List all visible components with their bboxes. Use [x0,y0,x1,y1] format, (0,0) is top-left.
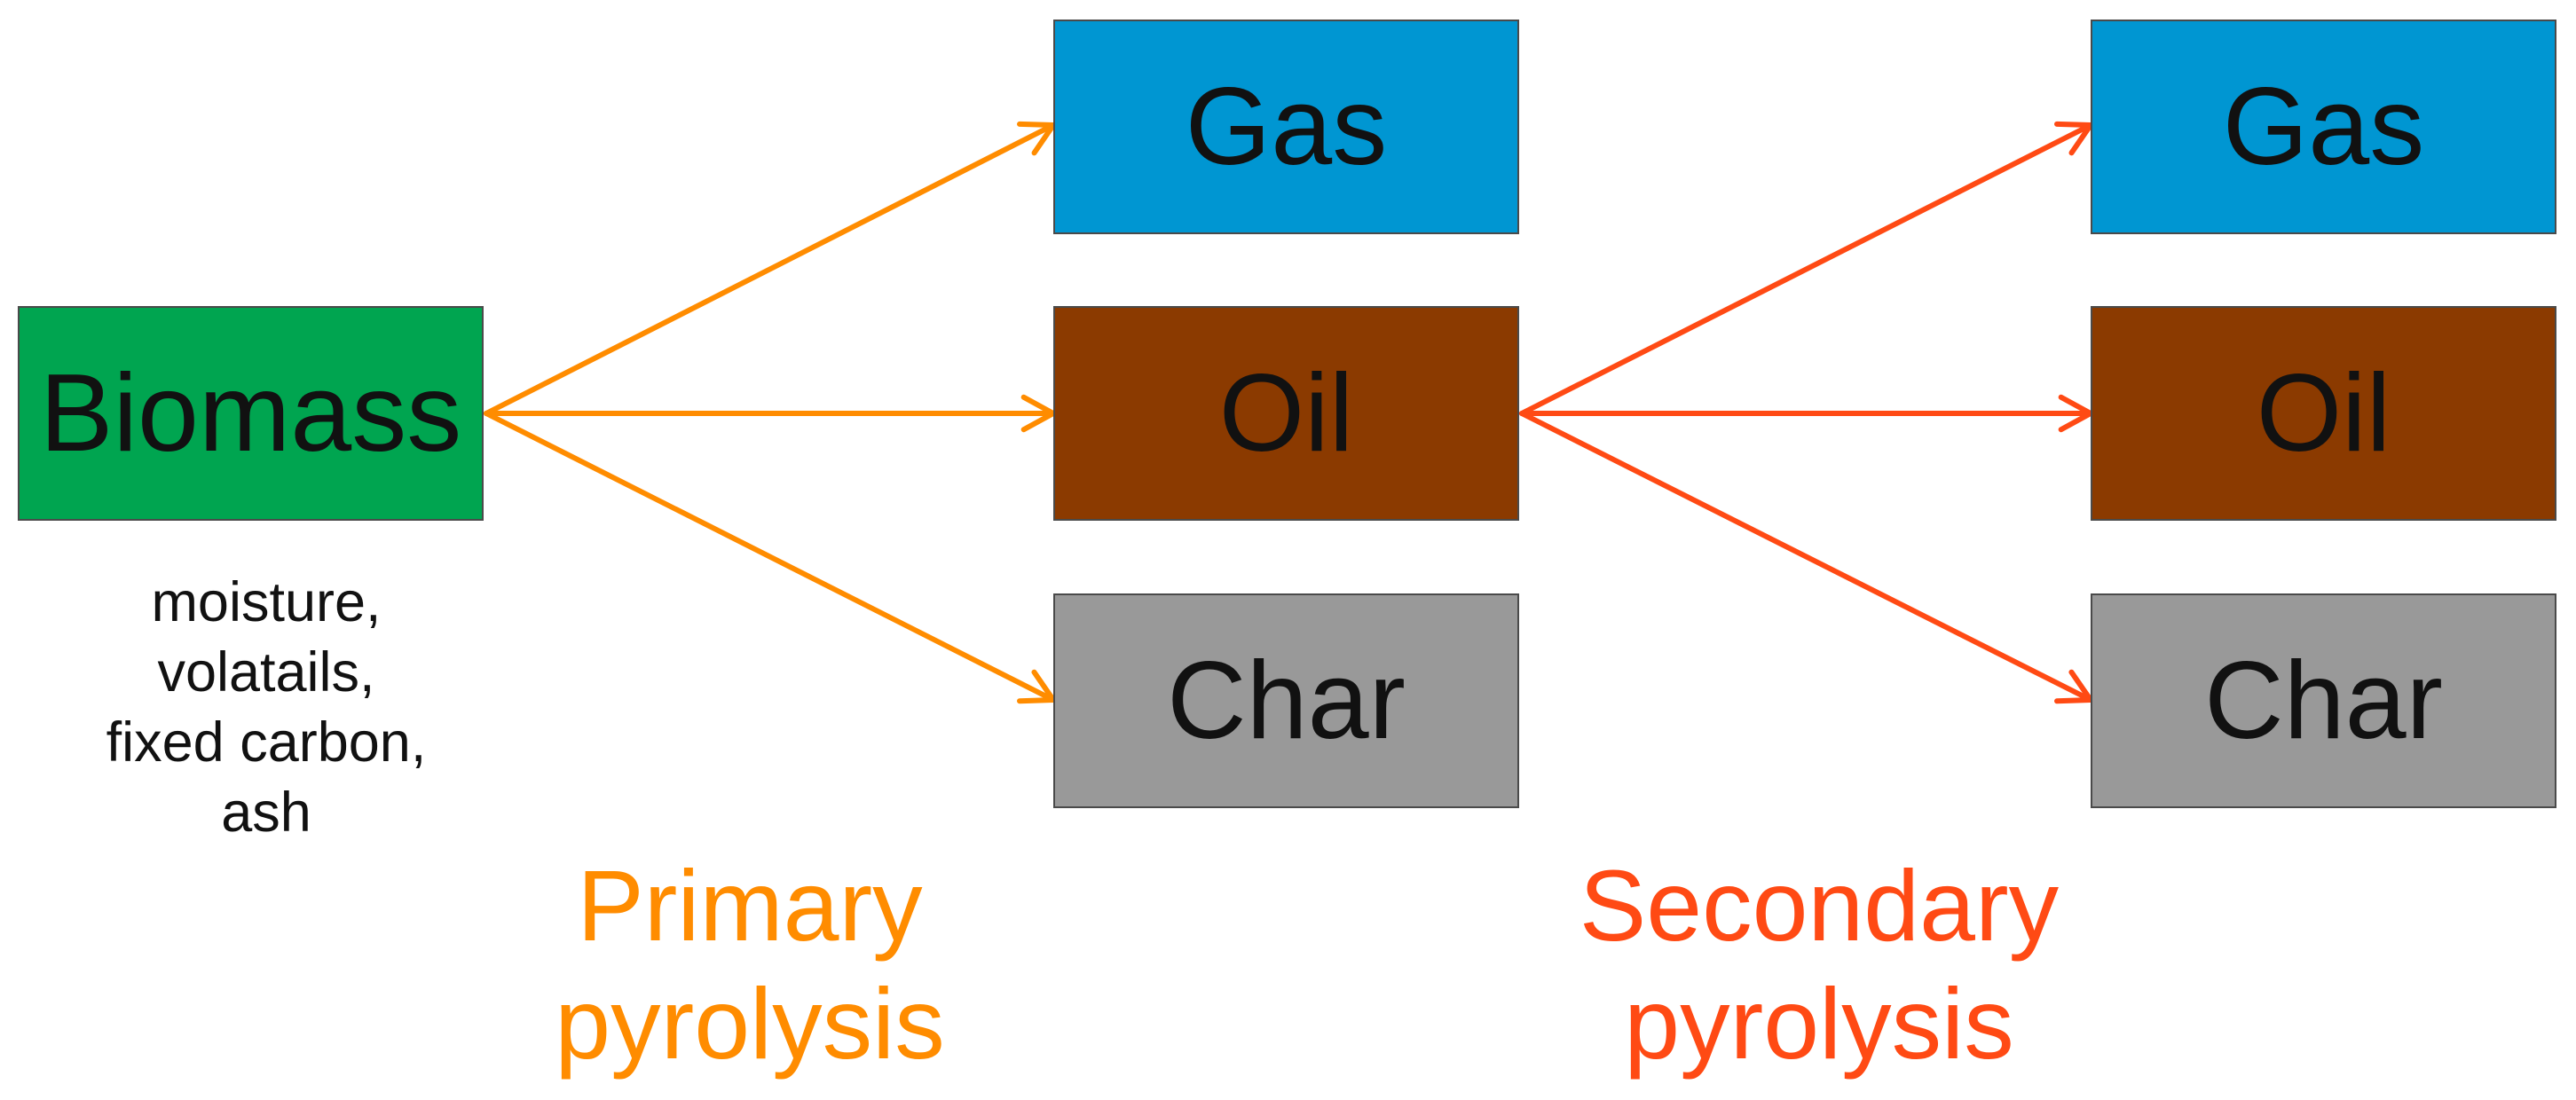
secondary-oil-box: Oil [2091,306,2556,521]
primary-arrow-to-oil [484,394,1056,433]
primary-label-line-1: Primary [577,850,923,962]
note-line: volatails, [157,641,375,703]
note-line: moisture, [151,571,382,633]
note-line: ash [221,782,311,844]
primary-label-line-2: pyrolysis [555,968,945,1080]
secondary-arrow-to-oil [1519,394,2093,433]
primary-pyrolysis-label: Primary pyrolysis [484,847,1016,1083]
secondary-label-line-1: Secondary [1579,850,2060,962]
secondary-label-line-2: pyrolysis [1624,968,2014,1080]
primary-char-label: Char [1167,640,1406,762]
secondary-oil-label: Oil [2256,352,2391,475]
secondary-gas-label: Gas [2222,66,2425,188]
primary-arrow-to-gas [484,121,1056,416]
secondary-char-box: Char [2091,593,2556,808]
biomass-composition-note: moisture, volatails, fixed carbon, ash [53,568,479,848]
primary-char-box: Char [1053,593,1519,808]
secondary-arrow-to-char [1519,411,2093,704]
primary-gas-box: Gas [1053,20,1519,234]
secondary-gas-box: Gas [2091,20,2556,234]
primary-gas-label: Gas [1185,66,1388,188]
note-line: fixed carbon, [106,711,427,774]
secondary-char-label: Char [2204,640,2443,762]
primary-arrow-to-char [484,411,1056,704]
primary-oil-box: Oil [1053,306,1519,521]
secondary-pyrolysis-label: Secondary pyrolysis [1509,847,2130,1083]
biomass-box: Biomass [18,306,484,521]
biomass-label: Biomass [39,352,462,475]
primary-oil-label: Oil [1218,352,1354,475]
secondary-arrow-to-gas [1519,121,2093,416]
